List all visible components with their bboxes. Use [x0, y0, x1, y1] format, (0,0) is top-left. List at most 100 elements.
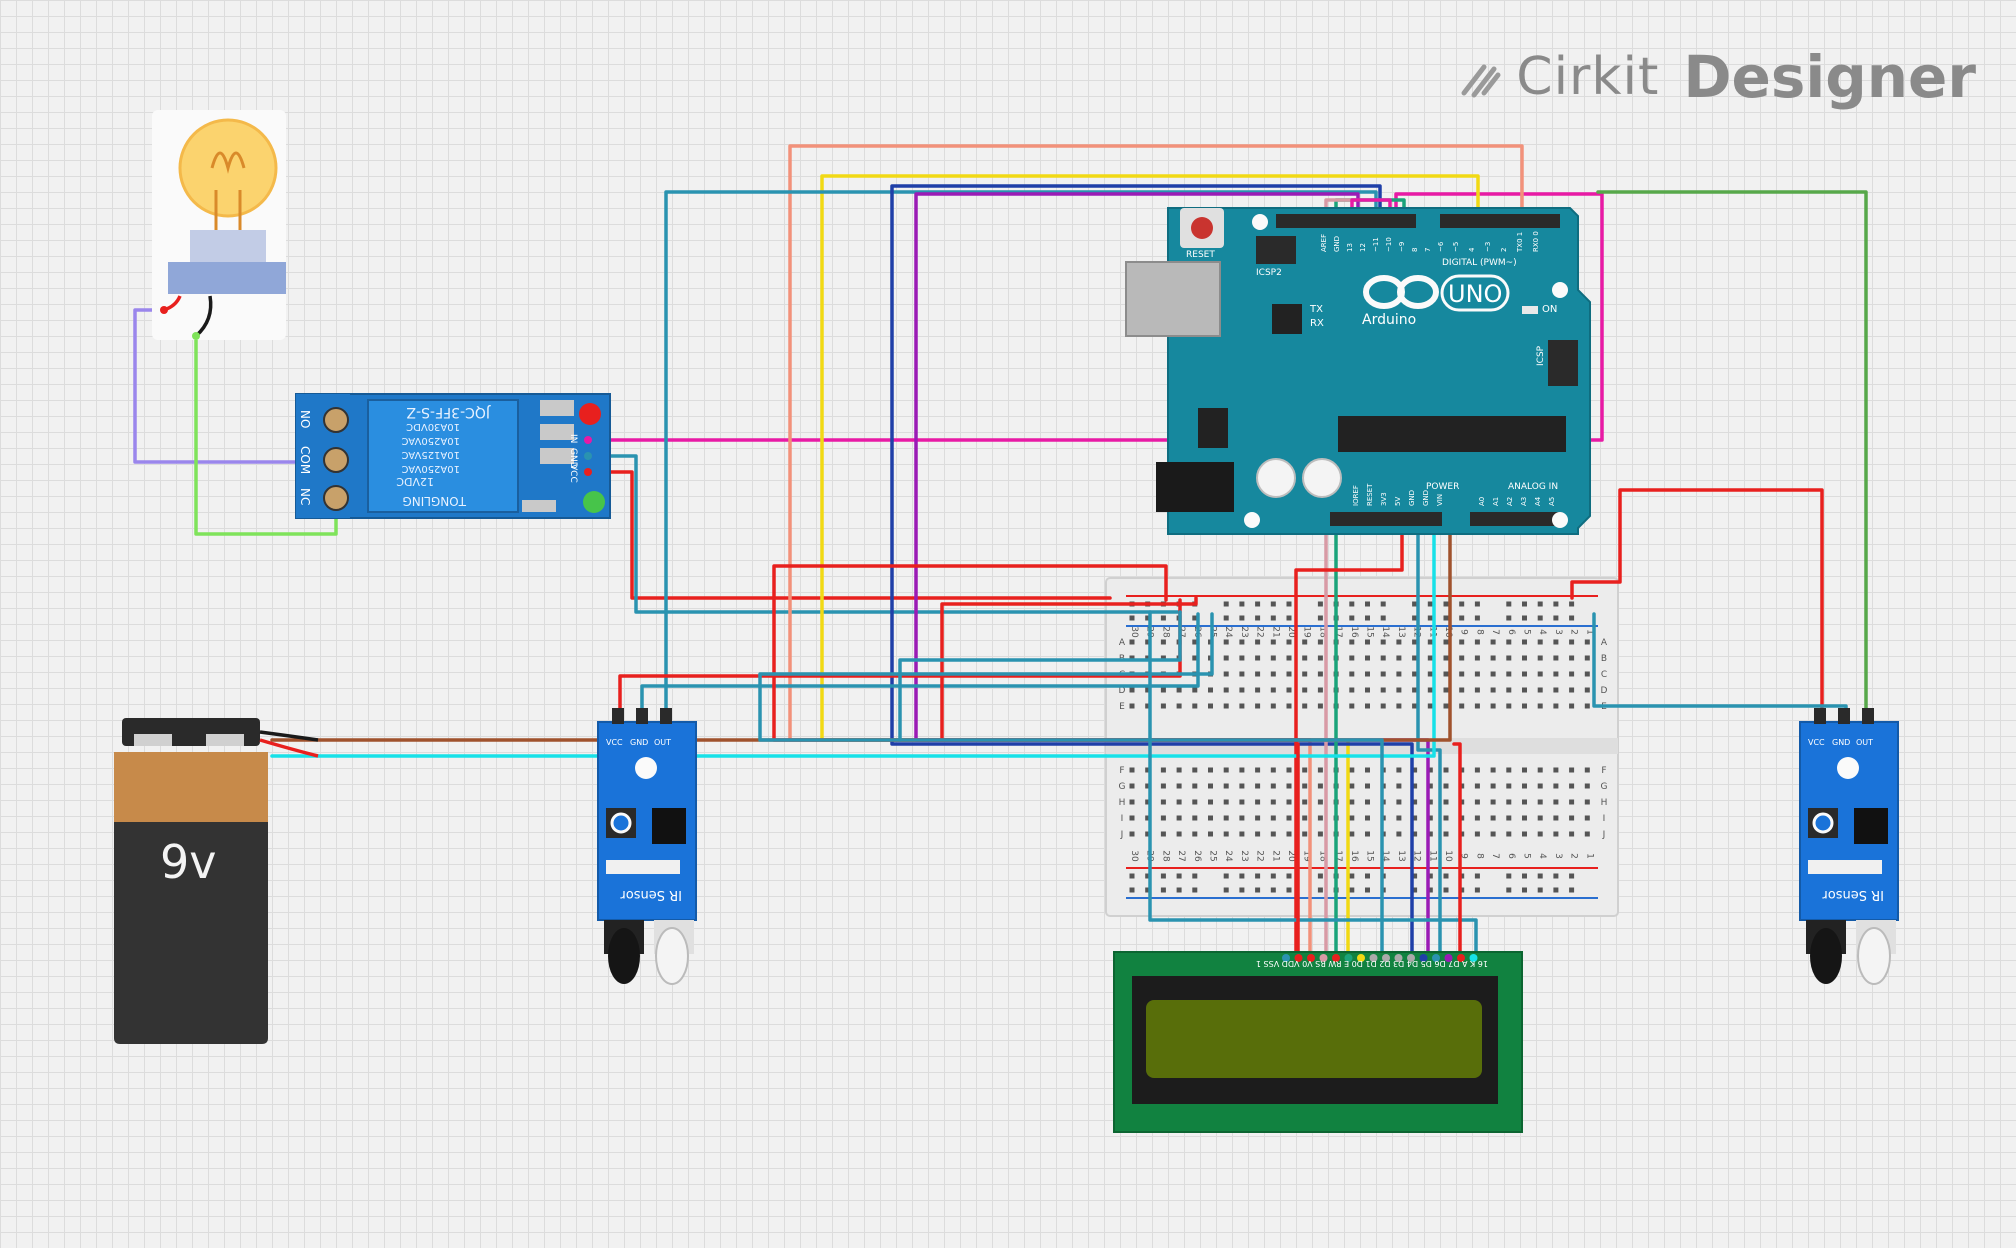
wire-sensor2-vcc[interactable] [1570, 488, 1824, 710]
breadboard-hole[interactable] [1255, 815, 1261, 821]
breadboard-hole[interactable] [1302, 767, 1308, 773]
breadboard-hole[interactable] [1522, 687, 1527, 693]
breadboard-rail-hole[interactable] [1349, 615, 1355, 621]
breadboard-rail-hole[interactable] [1522, 873, 1527, 879]
breadboard-hole[interactable] [1380, 655, 1386, 661]
breadboard-hole[interactable] [1490, 655, 1496, 661]
power-header[interactable] [1330, 512, 1562, 526]
wire-green-sensor[interactable] [1596, 190, 1868, 710]
breadboard-rail-hole[interactable] [1286, 887, 1292, 893]
breadboard-hole[interactable] [1569, 703, 1575, 709]
breadboard-rail-hole[interactable] [1270, 615, 1276, 621]
breadboard-rail-hole[interactable] [1255, 873, 1261, 879]
breadboard-hole[interactable] [1380, 639, 1386, 645]
lcd-pin-header[interactable] [1282, 954, 1478, 962]
breadboard-hole[interactable] [1223, 671, 1229, 677]
breadboard-hole[interactable] [1506, 815, 1512, 821]
breadboard-hole[interactable] [1270, 703, 1276, 709]
breadboard-rail-hole[interactable] [1459, 601, 1465, 607]
breadboard-hole[interactable] [1506, 767, 1512, 773]
breadboard-hole[interactable] [1569, 783, 1575, 789]
breadboard-hole[interactable] [1270, 687, 1276, 693]
breadboard-hole[interactable] [1365, 687, 1370, 693]
breadboard-hole[interactable] [1160, 767, 1166, 773]
breadboard-hole[interactable] [1443, 655, 1449, 661]
lcd-pin[interactable] [1382, 954, 1390, 962]
breadboard-hole[interactable] [1584, 703, 1590, 709]
breadboard-hole[interactable] [1474, 639, 1480, 645]
breadboard-rail-hole[interactable] [1553, 887, 1559, 893]
breadboard-hole[interactable] [1522, 815, 1527, 821]
breadboard-hole[interactable] [1160, 799, 1166, 805]
breadboard-hole[interactable] [1396, 671, 1402, 677]
breadboard-rail-hole[interactable] [1537, 601, 1543, 607]
breadboard-hole[interactable] [1553, 799, 1559, 805]
breadboard-rail-hole[interactable] [1286, 601, 1292, 607]
breadboard-rail-hole[interactable] [1474, 873, 1480, 879]
breadboard-hole[interactable] [1145, 767, 1151, 773]
breadboard-hole[interactable] [1192, 783, 1198, 789]
breadboard-hole[interactable] [1208, 815, 1213, 821]
breadboard-hole[interactable] [1396, 655, 1402, 661]
breadboard-hole[interactable] [1522, 831, 1527, 837]
breadboard-hole[interactable] [1223, 655, 1229, 661]
breadboard-rail-hole[interactable] [1365, 615, 1370, 621]
breadboard-hole[interactable] [1569, 639, 1575, 645]
breadboard-hole[interactable] [1427, 815, 1433, 821]
breadboard-rail-hole[interactable] [1349, 601, 1355, 607]
breadboard-hole[interactable] [1223, 783, 1229, 789]
breadboard-rail-hole[interactable] [1569, 615, 1575, 621]
breadboard-hole[interactable] [1239, 655, 1245, 661]
breadboard-hole[interactable] [1443, 815, 1449, 821]
breadboard-hole[interactable] [1302, 671, 1308, 677]
breadboard-rail-hole[interactable] [1506, 615, 1512, 621]
breadboard-rail-hole[interactable] [1569, 601, 1575, 607]
breadboard-hole[interactable] [1474, 671, 1480, 677]
breadboard-hole[interactable] [1490, 687, 1496, 693]
breadboard-hole[interactable] [1427, 687, 1433, 693]
lcd-pin[interactable] [1307, 954, 1315, 962]
breadboard-hole[interactable] [1569, 687, 1575, 693]
breadboard-hole[interactable] [1396, 799, 1402, 805]
breadboard-rail-hole[interactable] [1506, 601, 1512, 607]
light-bulb[interactable] [152, 110, 286, 340]
breadboard-hole[interactable] [1317, 831, 1323, 837]
lcd-pin[interactable] [1407, 954, 1415, 962]
breadboard-hole[interactable] [1317, 655, 1323, 661]
breadboard-hole[interactable] [1176, 783, 1182, 789]
wire-red-lcd-k[interactable] [1452, 742, 1462, 960]
breadboard-hole[interactable] [1396, 831, 1402, 837]
breadboard-hole[interactable] [1365, 831, 1370, 837]
breadboard-hole[interactable] [1522, 703, 1527, 709]
breadboard-hole[interactable] [1443, 687, 1449, 693]
breadboard-hole[interactable] [1145, 655, 1151, 661]
lcd-pin[interactable] [1282, 954, 1290, 962]
lcd-pin[interactable] [1469, 954, 1478, 962]
breadboard-hole[interactable] [1145, 783, 1151, 789]
breadboard-hole[interactable] [1286, 703, 1292, 709]
breadboard-hole[interactable] [1176, 799, 1182, 805]
breadboard-rail-hole[interactable] [1192, 887, 1198, 893]
breadboard-hole[interactable] [1223, 639, 1229, 645]
breadboard-hole[interactable] [1553, 783, 1559, 789]
breadboard-hole[interactable] [1537, 671, 1543, 677]
breadboard-hole[interactable] [1192, 767, 1198, 773]
breadboard-rail-hole[interactable] [1255, 887, 1261, 893]
breadboard-hole[interactable] [1443, 703, 1449, 709]
breadboard-rail-hole[interactable] [1317, 873, 1323, 879]
lcd-pin[interactable] [1357, 954, 1365, 962]
breadboard-hole[interactable] [1302, 703, 1308, 709]
lcd-display[interactable] [1113, 951, 1523, 1133]
breadboard-hole[interactable] [1255, 703, 1261, 709]
breadboard-rail-hole[interactable] [1317, 601, 1323, 607]
breadboard-hole[interactable] [1474, 767, 1480, 773]
breadboard-rail-hole[interactable] [1443, 615, 1449, 621]
breadboard-rail-hole[interactable] [1553, 601, 1559, 607]
breadboard-hole[interactable] [1349, 671, 1355, 677]
breadboard-hole[interactable] [1584, 831, 1590, 837]
breadboard-rail-hole[interactable] [1255, 615, 1261, 621]
breadboard-hole[interactable] [1365, 815, 1370, 821]
breadboard-hole[interactable] [1412, 815, 1418, 821]
breadboard-hole[interactable] [1192, 799, 1198, 805]
